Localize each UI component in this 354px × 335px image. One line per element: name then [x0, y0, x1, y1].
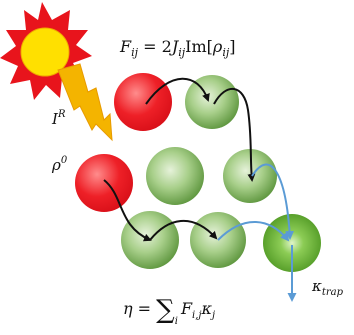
trap-rate-label: κtrap — [311, 277, 344, 298]
site-excited-top — [114, 73, 172, 131]
efficiency-equation: η = ∑iFi,jκj — [123, 295, 215, 327]
trap-arrow-from-bottom — [217, 221, 290, 242]
transfer-arrow-top-1 — [145, 77, 210, 105]
site-middle-center — [146, 147, 204, 205]
transfer-arrow-bottom-2 — [149, 220, 218, 241]
irradiance-label: IR — [51, 109, 66, 128]
initial-state-label: ρ0 — [51, 155, 68, 174]
trap-arrow-from-middle — [251, 163, 295, 240]
transfer-arrow-top-2 — [213, 87, 256, 182]
transfer-arrow-bottom-1 — [103, 179, 152, 242]
site-top-right — [185, 75, 239, 129]
flux-equation: Fij = 2JijIm[ρij] — [119, 37, 236, 59]
site-trap — [263, 214, 321, 272]
lightning-icon — [57, 63, 113, 142]
site-excited-middle — [75, 154, 133, 212]
